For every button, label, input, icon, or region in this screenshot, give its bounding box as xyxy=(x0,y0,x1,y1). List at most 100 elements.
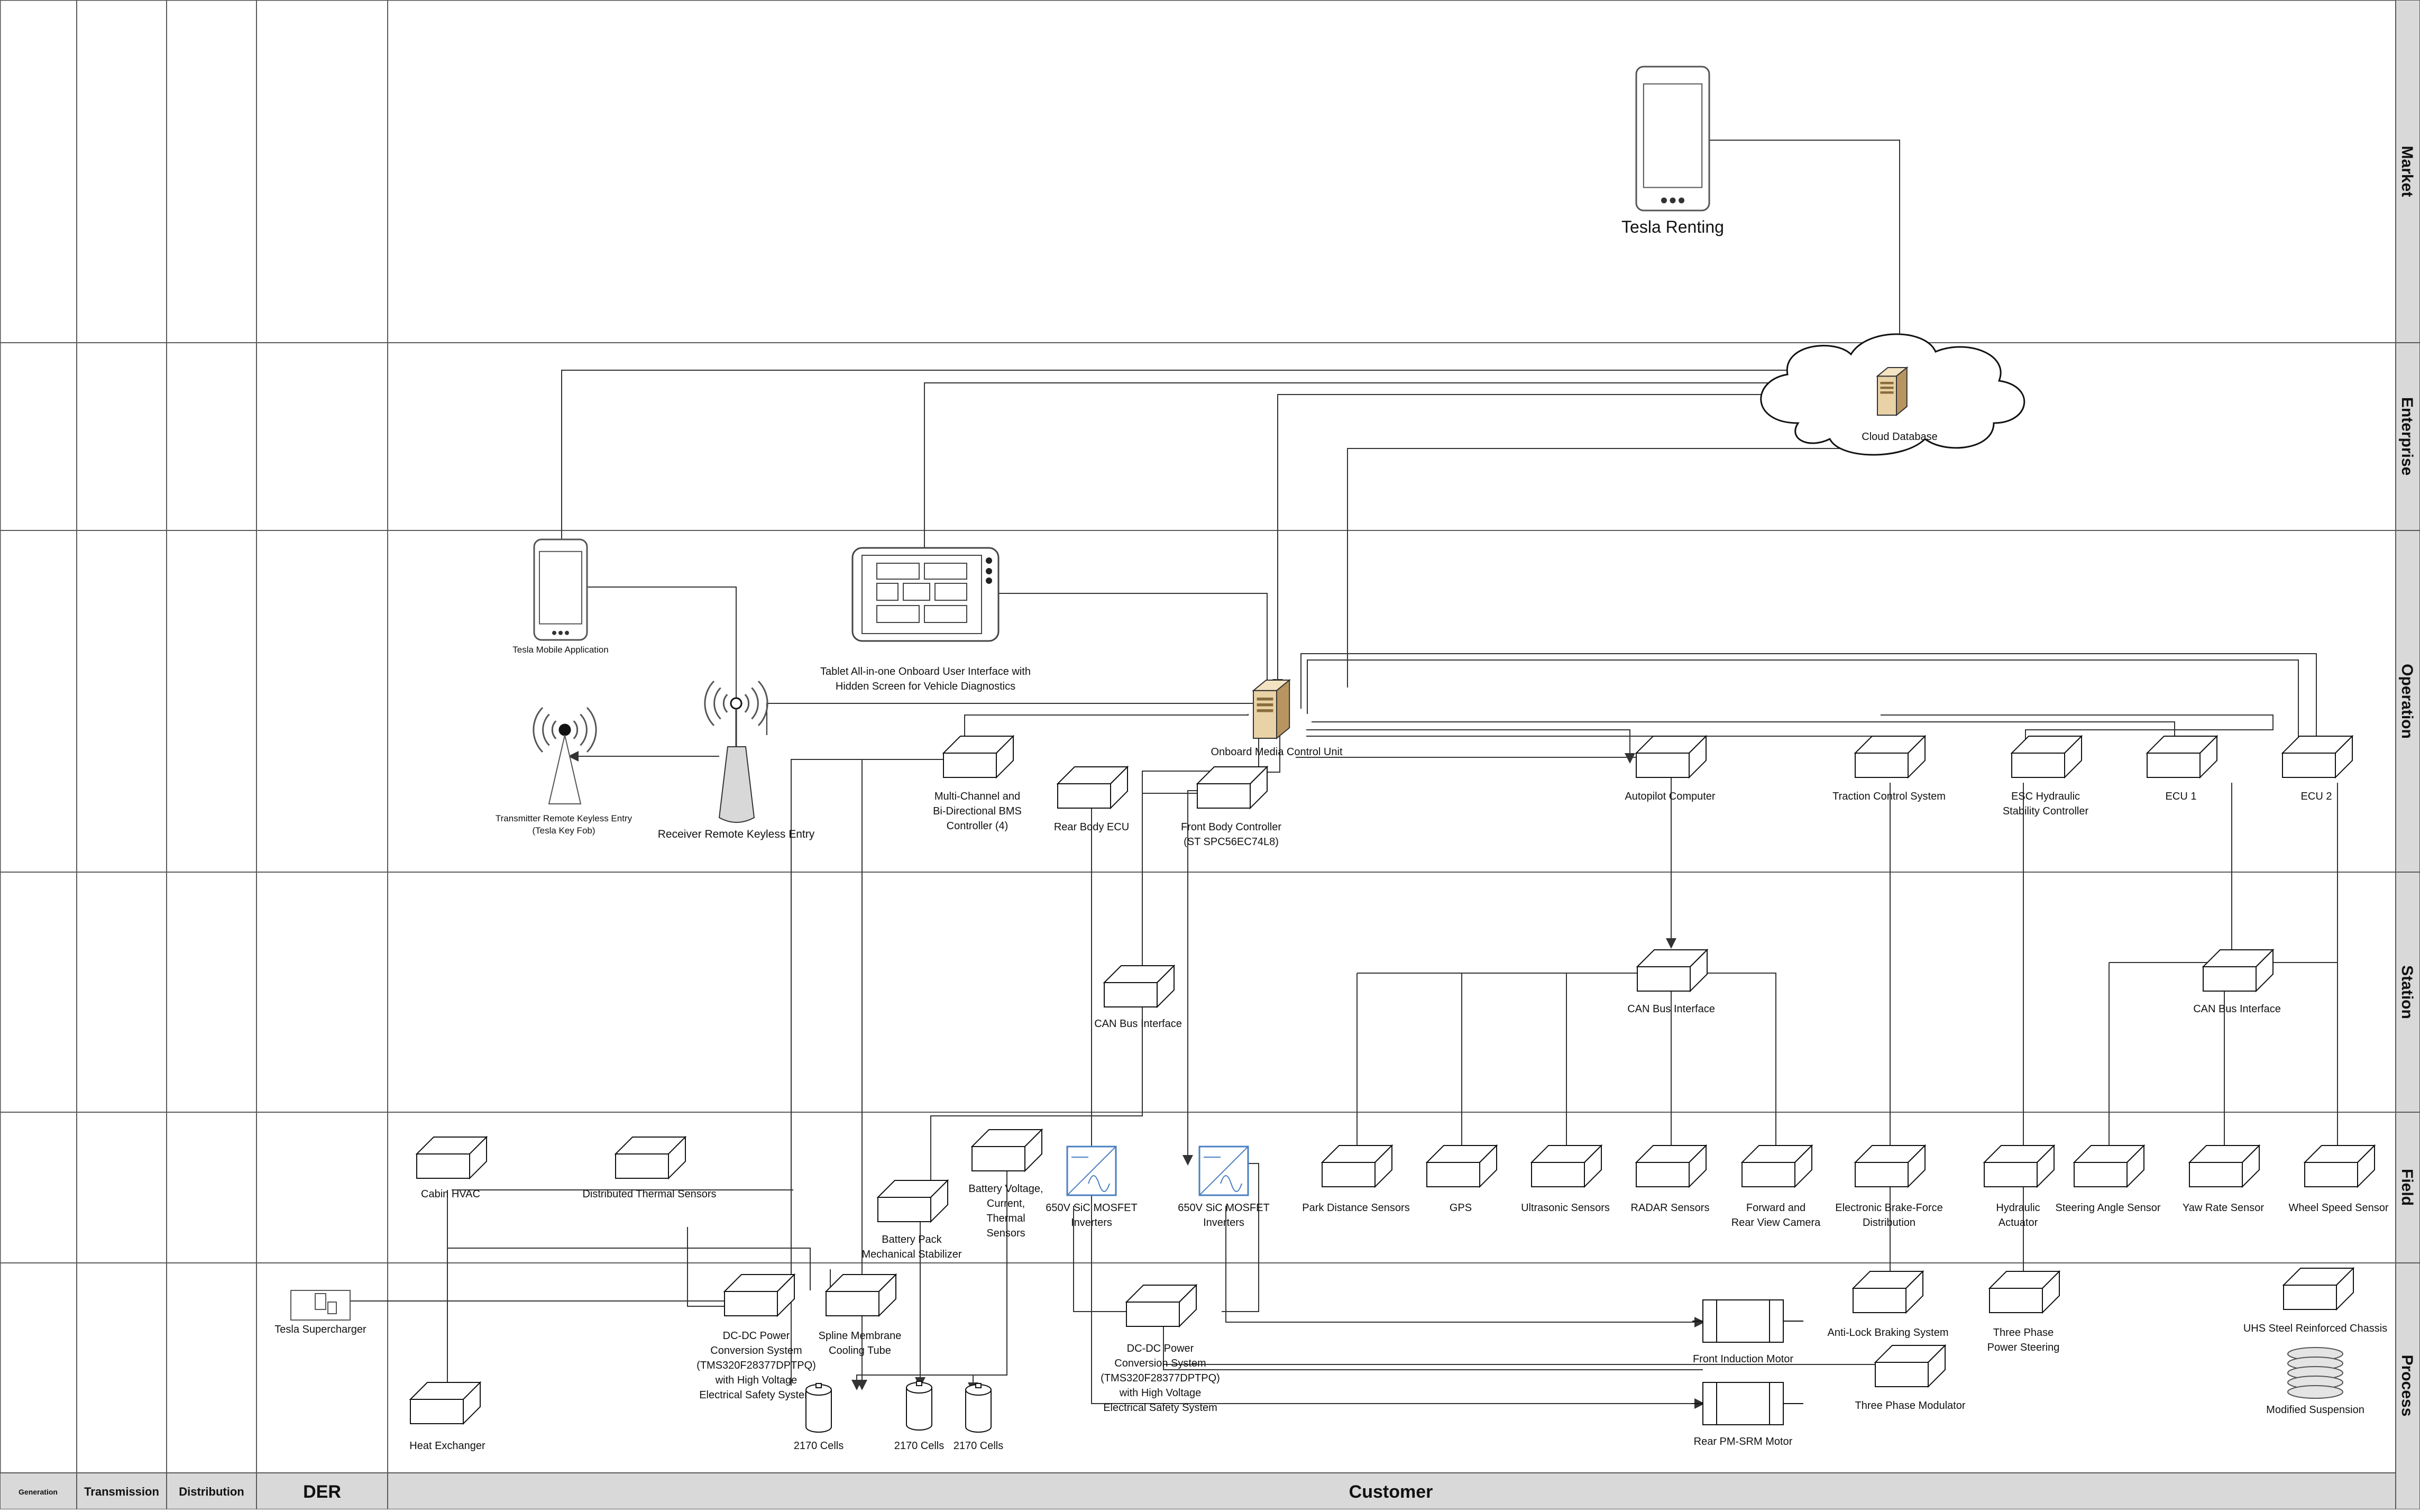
dcdc-2-label-line-2: Conversion System xyxy=(1114,1358,1206,1369)
dcdc-2-label-line-1: DC-DC Power xyxy=(1127,1343,1194,1354)
can-bus-1-label: CAN Bus Interface xyxy=(1094,1018,1182,1030)
tablet-ui-label-line-2: Hidden Screen for Vehicle Diagnostics xyxy=(836,681,1015,692)
can-bus-3-label: CAN Bus Interface xyxy=(2193,1003,2281,1015)
ecu-2[interactable] xyxy=(2281,735,2354,779)
autopilot-computer[interactable] xyxy=(1635,735,1708,779)
heat-exchanger[interactable] xyxy=(409,1381,482,1425)
brake-force-label-line-1: Electronic Brake-Force xyxy=(1835,1202,1942,1214)
receiver-body xyxy=(718,709,755,823)
tesla-mobile-app[interactable] xyxy=(533,538,588,641)
transmitter-keyless-entry[interactable] xyxy=(533,707,597,753)
front-induction-motor[interactable] xyxy=(1692,1299,1803,1343)
three-phase-power-steering[interactable] xyxy=(1988,1270,2061,1314)
inverter-1-label-line-2: Inverters xyxy=(1071,1217,1112,1229)
transmitter-keyless-label-line-1: Transmitter Remote Keyless Entry xyxy=(496,813,632,823)
tesla-renting-label: Tesla Renting xyxy=(1621,217,1724,236)
heat-exchanger-label: Heat Exchanger xyxy=(409,1440,485,1452)
dcdc-1-label-line-4: with High Voltage xyxy=(715,1374,798,1386)
gps-sensor[interactable] xyxy=(1425,1144,1498,1188)
zone-market-label: Market xyxy=(2398,146,2416,197)
dcdc-1-label-line-2: Conversion System xyxy=(710,1345,802,1357)
camera-label-line-2: Rear View Camera xyxy=(1731,1217,1821,1229)
domain-bar xyxy=(0,1472,2396,1510)
dc-dc-conversion-2[interactable] xyxy=(1125,1284,1198,1328)
distributed-thermal-sensors[interactable] xyxy=(614,1135,687,1180)
rear-view-camera[interactable] xyxy=(1740,1144,1813,1188)
inverter-2[interactable] xyxy=(1198,1146,1249,1196)
steering-angle-sensor[interactable] xyxy=(2073,1144,2146,1188)
cells-2-label: 2170 Cells xyxy=(894,1440,945,1452)
inverter-1-label-line-1: 650V SiC MOSFET xyxy=(1046,1202,1137,1214)
uhs-steel-chassis[interactable] xyxy=(2282,1267,2355,1311)
domain-distribution-label: Distribution xyxy=(179,1485,244,1498)
dc-dc-conversion-1[interactable] xyxy=(723,1273,796,1317)
spline-membrane-cooling-tube[interactable] xyxy=(824,1273,897,1317)
spring-coil-icon xyxy=(2287,1385,2343,1399)
battery-sensors[interactable] xyxy=(970,1128,1043,1172)
hydraulic-actuator-label-line-1: Hydraulic xyxy=(1996,1202,2040,1214)
esc-hydraulic-label-line-2: Stability Controller xyxy=(2003,805,2089,817)
bms-controller-label-line-1: Multi-Channel and xyxy=(934,791,1020,802)
ecu1-label: ECU 1 xyxy=(2166,791,2197,802)
park-distance-sensors[interactable] xyxy=(1321,1144,1394,1188)
bms-controller-label-line-3: Controller (4) xyxy=(947,820,1009,832)
cabin-hvac[interactable] xyxy=(415,1135,488,1180)
dcdc-2-label-line-3: (TMS320F28377DPTPQ) xyxy=(1101,1372,1220,1384)
cells-3[interactable] xyxy=(965,1383,992,1433)
can-bus-interface-2[interactable] xyxy=(1636,948,1709,993)
rear-body-ecu[interactable] xyxy=(1056,765,1129,810)
tesla-mobile-app-label: Tesla Mobile Application xyxy=(512,645,608,655)
power-steering-label-line-1: Three Phase xyxy=(1993,1327,2054,1339)
wheel-speed-label: Wheel Speed Sensor xyxy=(2288,1202,2388,1214)
ecu2-label: ECU 2 xyxy=(2301,791,2332,802)
rear-pm-srm-motor[interactable] xyxy=(1692,1382,1803,1425)
modified-suspension[interactable] xyxy=(2287,1347,2343,1399)
cells-1[interactable] xyxy=(805,1383,832,1433)
brake-force-distribution[interactable] xyxy=(1854,1144,1927,1188)
can-bus-interface-1[interactable] xyxy=(1103,964,1176,1009)
ecu-1[interactable] xyxy=(2146,735,2219,779)
zone-sidebar xyxy=(2395,0,2420,1510)
esc-hydraulic-label-line-1: ESC Hydraulic xyxy=(2011,791,2080,802)
tablet-ui[interactable] xyxy=(851,547,1000,642)
anti-lock-braking-system[interactable] xyxy=(1851,1270,1924,1314)
zone-process-label: Process xyxy=(2398,1355,2416,1417)
cabin-hvac-label: Cabin HVAC xyxy=(421,1188,480,1200)
hydraulic-actuator-label-line-2: Actuator xyxy=(1999,1217,2038,1229)
cells-2[interactable] xyxy=(906,1381,932,1431)
three-phase-modulator[interactable] xyxy=(1874,1344,1947,1388)
power-steering-label-line-2: Power Steering xyxy=(1987,1342,2060,1353)
wheel-speed-sensor[interactable] xyxy=(2303,1144,2376,1188)
yaw-rate-sensor[interactable] xyxy=(2188,1144,2261,1188)
front-body-controller[interactable] xyxy=(1196,765,1269,810)
front-body-controller-label-line-1: Front Body Controller xyxy=(1181,821,1281,833)
radar-sensors[interactable] xyxy=(1635,1144,1708,1188)
traction-control-system[interactable] xyxy=(1854,735,1927,779)
tesla-supercharger[interactable] xyxy=(290,1290,351,1321)
tesla-renting-phone[interactable] xyxy=(1635,66,1710,212)
ultrasonic-label: Ultrasonic Sensors xyxy=(1521,1202,1610,1214)
suspension-label: Modified Suspension xyxy=(2266,1404,2364,1416)
battery-sensors-label-line-2: Current, xyxy=(987,1198,1025,1209)
front-motor-label: Front Induction Motor xyxy=(1693,1353,1793,1365)
zone-field-label: Field xyxy=(2398,1169,2416,1206)
three-phase-modulator-label: Three Phase Modulator xyxy=(1855,1400,1965,1412)
rear-motor-label: Rear PM-SRM Motor xyxy=(1694,1436,1793,1447)
hydraulic-actuator[interactable] xyxy=(1983,1144,2056,1188)
media-control-unit[interactable] xyxy=(1252,679,1291,740)
ultrasonic-sensors[interactable] xyxy=(1530,1144,1603,1188)
cells-3-label: 2170 Cells xyxy=(954,1440,1004,1452)
dcdc-2-label-line-4: with High Voltage xyxy=(1119,1387,1202,1399)
media-control-unit-label: Onboard Media Control Unit xyxy=(1211,746,1342,758)
cloud-server-icon[interactable] xyxy=(1876,366,1909,417)
bms-controller[interactable] xyxy=(942,735,1015,779)
can-bus-interface-3[interactable] xyxy=(2202,948,2275,993)
esc-hydraulic-controller[interactable] xyxy=(2010,735,2083,779)
spline-tube-label-line-2: Cooling Tube xyxy=(829,1345,891,1357)
abs-label: Anti-Lock Braking System xyxy=(1828,1327,1949,1339)
battery-pack-stabilizer[interactable] xyxy=(876,1179,949,1223)
inverter-1[interactable] xyxy=(1066,1146,1117,1196)
domain-transmission-label: Transmission xyxy=(84,1485,159,1498)
